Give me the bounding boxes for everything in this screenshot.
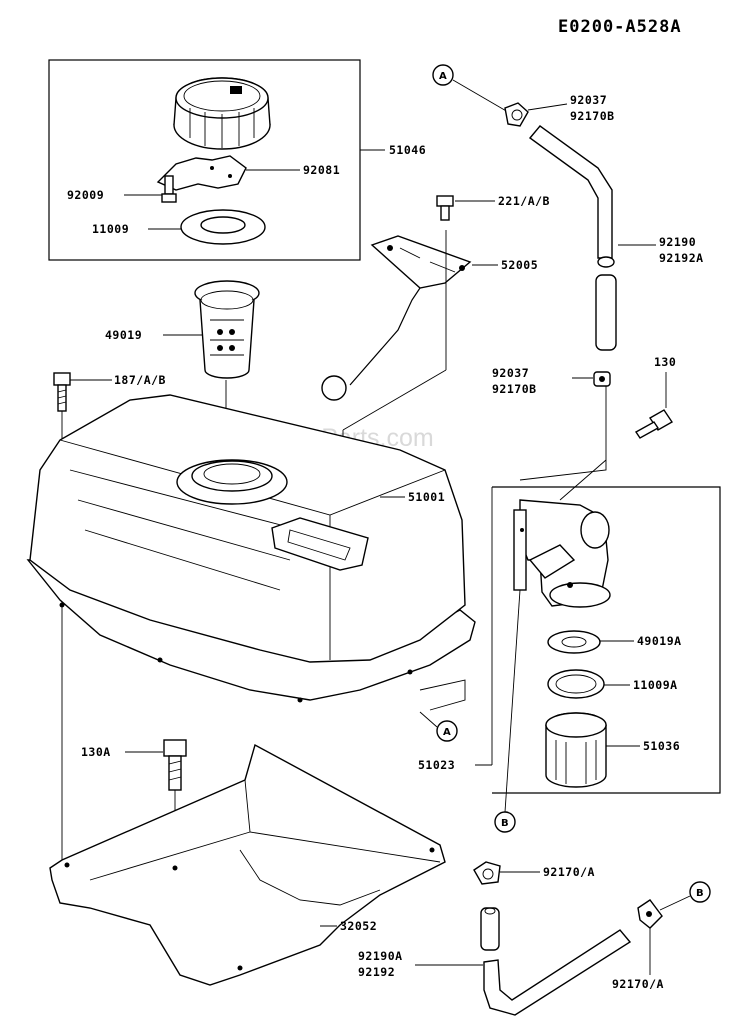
- label-92037-upper: 92037: [570, 93, 607, 107]
- label-11009a: 11009A: [633, 678, 678, 692]
- fuel-cap[interactable]: [173, 77, 271, 150]
- fuel-gauge[interactable]: [321, 235, 472, 401]
- fuel-cock-gasket[interactable]: [547, 669, 605, 699]
- label-51023: 51023: [418, 758, 455, 772]
- label-92037-middle: 92037: [492, 366, 529, 380]
- fuel-gauge-screw[interactable]: [436, 195, 454, 221]
- label-49019: 49019: [105, 328, 142, 342]
- tank-tray[interactable]: [49, 743, 446, 986]
- label-51036: 51036: [643, 739, 680, 753]
- callout-b-lower: [689, 881, 711, 903]
- label-52005: 52005: [501, 258, 538, 272]
- label-130: 130: [654, 355, 676, 369]
- tray-bolt[interactable]: [163, 739, 187, 791]
- callout-a-lower-text: A: [443, 727, 451, 738]
- label-92190a: 92190A: [358, 949, 403, 963]
- label-92170a-lower: 92170/A: [612, 977, 664, 991]
- cap-assembly-box: [48, 59, 361, 261]
- diagram-code: E0200-A528A: [558, 17, 682, 37]
- label-187-a-b: 187/A/B: [114, 373, 166, 387]
- hose-clamp-middle[interactable]: [593, 371, 611, 387]
- hose-clamp-upper[interactable]: [504, 102, 529, 127]
- label-49019a: 49019A: [637, 634, 682, 648]
- fuel-cock-cup[interactable]: [545, 712, 607, 788]
- hose-clamp-lower-left[interactable]: [473, 861, 501, 885]
- label-92192a: 92192A: [659, 251, 704, 265]
- label-92190: 92190: [659, 235, 696, 249]
- callout-a-upper-text: A: [439, 71, 447, 82]
- hose-clamp-lower-right[interactable]: [637, 899, 663, 929]
- fuel-hose-lower[interactable]: [480, 907, 632, 1016]
- tank-mount-bolt[interactable]: [53, 372, 71, 412]
- label-92170b-upper: 92170B: [570, 109, 615, 123]
- cap-screw[interactable]: [161, 175, 177, 203]
- callout-b-lower-text: B: [696, 888, 704, 899]
- label-32052: 32052: [340, 919, 377, 933]
- callout-a-upper: [432, 64, 454, 86]
- label-130a: 130A: [81, 745, 111, 759]
- fuel-hose-upper[interactable]: [528, 125, 617, 351]
- label-92009: 92009: [67, 188, 104, 202]
- cap-gasket-plate[interactable]: [156, 155, 247, 191]
- fuel-cock-filter-screen[interactable]: [547, 630, 601, 654]
- label-92192: 92192: [358, 965, 395, 979]
- callout-b-middle-text: B: [501, 818, 509, 829]
- label-92170b-middle: 92170B: [492, 382, 537, 396]
- callout-b-middle: [494, 811, 516, 833]
- fuel-strainer[interactable]: [194, 280, 260, 379]
- callout-a-lower: [436, 720, 458, 742]
- label-221-a-b: 221/A/B: [498, 194, 550, 208]
- label-11009: 11009: [92, 222, 129, 236]
- label-51001: 51001: [408, 490, 445, 504]
- cap-seal-washer[interactable]: [180, 209, 266, 245]
- fuel-tank[interactable]: [26, 394, 476, 703]
- fuel-cock[interactable]: [513, 499, 611, 608]
- label-92081: 92081: [303, 163, 340, 177]
- label-92170a-upper: 92170/A: [543, 865, 595, 879]
- fuel-cock-bolt[interactable]: [634, 409, 673, 439]
- fuel-cock-box: [492, 486, 721, 794]
- label-51046: 51046: [389, 143, 426, 157]
